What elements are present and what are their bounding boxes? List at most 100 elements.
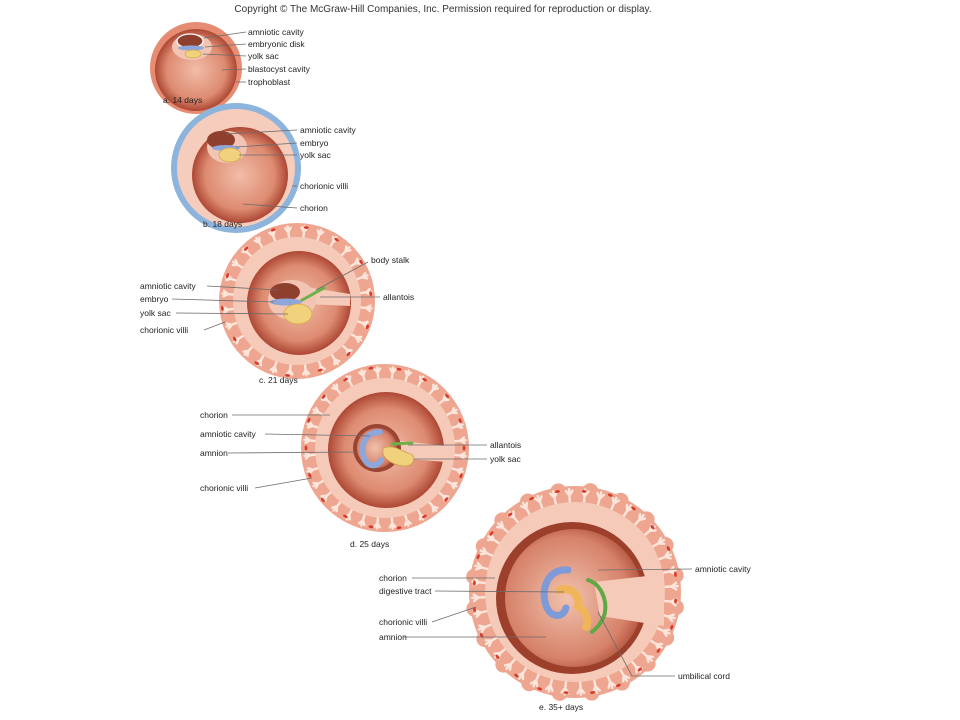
chorionic-villus xyxy=(619,668,631,683)
chorionic-villus xyxy=(225,321,239,330)
chorionic-villus xyxy=(221,306,235,315)
chorionic-villus xyxy=(503,657,517,672)
chorionic-villus xyxy=(359,304,373,313)
chorionic-villus xyxy=(663,581,680,591)
chorionic-villus xyxy=(445,406,458,417)
chorionic-villus xyxy=(486,533,501,545)
label-amniotic-cavity: amniotic cavity xyxy=(695,564,751,574)
chorionic-villus xyxy=(622,503,634,518)
chorionic-villus xyxy=(285,363,294,377)
blood-spot xyxy=(489,531,494,536)
blood-spot xyxy=(674,598,678,604)
blood-spot xyxy=(422,514,427,519)
chorionic-villus xyxy=(331,383,342,396)
caption-stage-d: d. 25 days xyxy=(350,539,389,549)
blood-spot xyxy=(304,445,308,451)
blood-spot xyxy=(317,368,323,372)
blood-spots-group xyxy=(304,366,466,530)
chorionic-villi-group xyxy=(470,487,680,697)
stage-a-14-days: amniotic cavity embryonic disk yolk sac … xyxy=(150,22,311,114)
label-yolk-sac: yolk sac xyxy=(248,51,279,61)
chorionic-villus xyxy=(404,369,413,383)
blood-spot xyxy=(459,473,463,479)
chorionic-villus xyxy=(606,674,617,690)
chorionic-villus xyxy=(350,333,363,343)
chorionic-villus xyxy=(303,436,317,445)
chorionic-villus xyxy=(357,513,366,527)
embryonic-disk xyxy=(178,45,204,51)
blood-spot xyxy=(270,228,276,232)
chorionic-villus xyxy=(495,520,510,534)
amniotic-cavity xyxy=(270,283,300,301)
leader-line xyxy=(203,31,247,39)
stage-b-18-days: amniotic cavity embryo yolk sac chorioni… xyxy=(171,103,356,233)
blood-spot xyxy=(495,654,500,660)
chorionic-villus xyxy=(242,345,254,357)
chorionic-villus xyxy=(610,496,620,511)
chorionic-villus xyxy=(388,366,397,380)
leader-line xyxy=(225,129,298,135)
blood-spot xyxy=(581,489,587,493)
leader-line xyxy=(227,451,357,454)
chorionic-villus xyxy=(437,394,450,405)
blood-spot xyxy=(308,472,312,478)
chorionic-villus xyxy=(403,513,412,527)
stage-c-21-days: amniotic cavity embryo yolk sac chorioni… xyxy=(140,223,414,385)
label-amniotic-cavity: amniotic cavity xyxy=(248,27,304,37)
chorionic-villus xyxy=(660,613,676,623)
label-body-stalk: body stalk xyxy=(371,255,410,265)
blood-spot xyxy=(365,324,370,330)
label-amniotic-cavity: amniotic cavity xyxy=(200,429,256,439)
chorionic-villus xyxy=(283,225,292,239)
label-blastocyst-cavity: blastocyst cavity xyxy=(248,64,311,74)
blood-spot xyxy=(554,490,560,493)
chorionic-villus xyxy=(450,467,464,476)
allantois xyxy=(390,441,414,446)
chorionic-villus xyxy=(253,236,264,249)
chorionic-villus xyxy=(358,369,367,383)
chorionic-villus xyxy=(388,516,397,530)
chorionic-villus xyxy=(549,490,558,506)
chorionic-villus xyxy=(470,593,487,603)
blood-spot xyxy=(616,683,621,688)
chorionic-villus xyxy=(640,650,655,664)
leader-line xyxy=(204,43,247,48)
stage-e-35-days: chorion digestive tract chorionic villi … xyxy=(379,483,751,712)
blood-spot xyxy=(320,497,325,503)
label-digestive-tract: digestive tract xyxy=(379,586,432,596)
label-amnion: amnion xyxy=(200,448,228,458)
label-yolk-sac: yolk sac xyxy=(140,308,171,318)
chorionic-villus xyxy=(331,500,342,513)
allantois xyxy=(300,286,326,302)
chorionic-villus xyxy=(474,561,490,571)
label-chorion: chorion xyxy=(300,203,328,213)
blood-spot xyxy=(359,259,363,265)
blood-spot xyxy=(607,493,613,497)
blood-spot xyxy=(334,237,339,242)
chorionic-villus xyxy=(592,678,601,694)
blood-spot xyxy=(445,393,450,399)
blood-spot xyxy=(396,526,402,530)
yolk-sac xyxy=(218,147,242,163)
chorionic-villus xyxy=(651,536,666,548)
chorionic-villus xyxy=(564,487,574,504)
chorionic-villus xyxy=(479,547,494,557)
caption-stage-b: b. 18 days xyxy=(203,219,242,229)
leader-line xyxy=(206,285,279,291)
chorionic-villus xyxy=(649,639,664,651)
blood-spot xyxy=(303,226,309,230)
chorionic-villus xyxy=(428,383,439,396)
chorionic-villus xyxy=(519,501,531,516)
chorionic-villus xyxy=(373,516,382,530)
leader-line xyxy=(315,261,369,291)
blood-spots-group xyxy=(220,226,373,377)
blood-spot xyxy=(656,648,661,653)
label-chorionic-villi: chorionic villi xyxy=(379,617,427,627)
chorionic-villus xyxy=(302,363,311,377)
blood-spot xyxy=(507,512,513,517)
chorionic-villus xyxy=(306,466,320,475)
chorionic-villus xyxy=(576,680,586,697)
chorionic-villus xyxy=(373,366,382,380)
umbilical-cord xyxy=(586,578,608,634)
blood-spot xyxy=(285,373,291,377)
